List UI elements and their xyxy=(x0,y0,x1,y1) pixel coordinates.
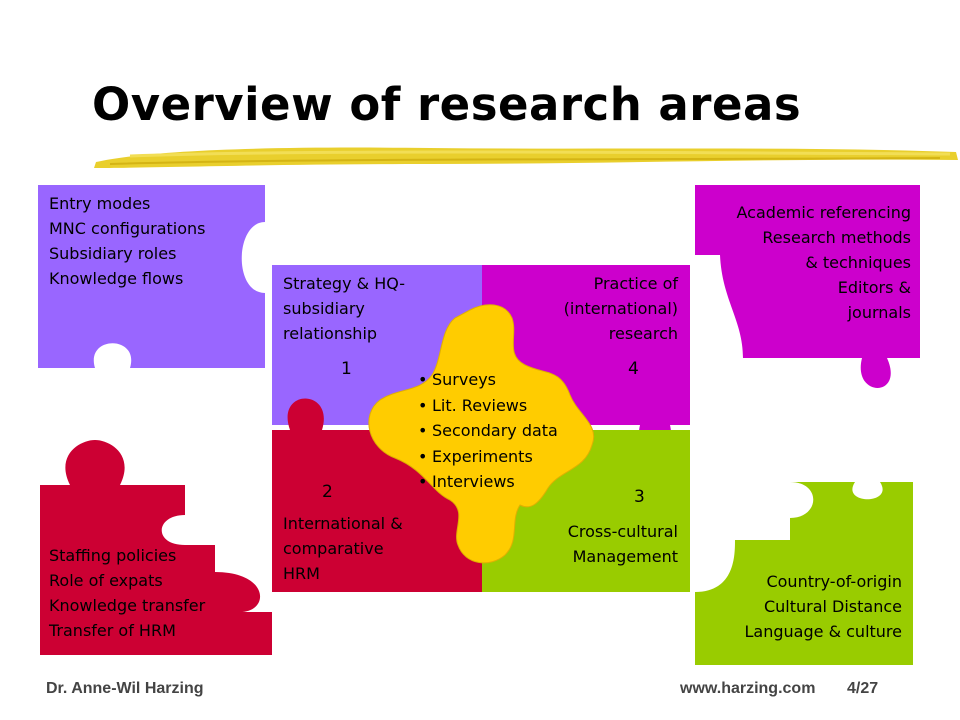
quadrant-2-number: 2 xyxy=(322,482,333,502)
top-left-line: MNC configurations xyxy=(49,219,206,238)
footer-author: Dr. Anne-Wil Harzing xyxy=(46,680,204,697)
footer-page-number: 4/27 xyxy=(847,680,879,697)
piece-top-left xyxy=(38,185,265,368)
quadrant-4-line: (international) xyxy=(563,299,678,318)
quadrant-3-text: Cross-cultural Management xyxy=(568,519,678,569)
quadrant-1-line: subsidiary xyxy=(283,299,365,318)
quadrant-4-line: research xyxy=(608,324,678,343)
quadrant-3-line: Cross-cultural xyxy=(567,522,678,541)
piece-top-right xyxy=(695,185,920,388)
top-left-line: Knowledge flows xyxy=(49,269,184,288)
top-right-line: Editors & xyxy=(837,278,911,297)
methods-list: Surveys Lit. Reviews Secondary data Expe… xyxy=(418,367,558,495)
quadrant-2-line: comparative xyxy=(283,539,384,558)
bottom-right-line: Country-of-origin xyxy=(766,572,902,591)
piece-bottom-right xyxy=(695,482,913,665)
title-underline xyxy=(94,147,958,168)
bottom-left-line: Knowledge transfer xyxy=(49,596,206,615)
slide-title: Overview of research areas xyxy=(92,78,802,131)
methods-item: Lit. Reviews xyxy=(418,393,558,419)
bottom-left-line: Staffing policies xyxy=(49,546,177,565)
piece-bottom-left xyxy=(40,440,272,655)
bottom-right-line: Cultural Distance xyxy=(763,597,902,616)
bottom-right-text: Country-of-origin Cultural Distance Lang… xyxy=(745,569,902,644)
quadrant-4-number: 4 xyxy=(628,359,639,379)
methods-item: Interviews xyxy=(418,469,558,495)
top-left-line: Subsidiary roles xyxy=(49,244,177,263)
quadrant-2-text: International & comparative HRM xyxy=(283,511,403,586)
quadrant-3-line: Management xyxy=(572,547,678,566)
top-right-line: journals xyxy=(847,303,911,322)
bottom-left-line: Role of expats xyxy=(49,571,163,590)
quadrant-4-text: Practice of (international) research xyxy=(564,271,678,346)
methods-item: Secondary data xyxy=(418,418,558,444)
quadrant-1-line: Strategy & HQ- xyxy=(283,274,406,293)
top-left-text: Entry modes MNC configurations Subsidiar… xyxy=(49,191,206,291)
top-right-text: Academic referencing Research methods & … xyxy=(737,200,911,325)
top-left-line: Entry modes xyxy=(49,194,151,213)
quadrant-1-text: Strategy & HQ- subsidiary relationship xyxy=(283,271,405,346)
top-right-line: Academic referencing xyxy=(736,203,911,222)
bottom-left-line: Transfer of HRM xyxy=(49,621,176,640)
quadrant-3-number: 3 xyxy=(634,487,645,507)
bottom-right-line: Language & culture xyxy=(744,622,902,641)
footer-url: www.harzing.com xyxy=(680,680,816,697)
methods-item: Experiments xyxy=(418,444,558,470)
top-right-line: & techniques xyxy=(805,253,911,272)
quadrant-4-line: Practice of xyxy=(593,274,678,293)
quadrant-1-number: 1 xyxy=(341,359,352,379)
bottom-left-text: Staffing policies Role of expats Knowled… xyxy=(49,543,205,643)
quadrant-2-line: HRM xyxy=(283,564,320,583)
quadrant-1-line: relationship xyxy=(283,324,378,343)
quadrant-2-line: International & xyxy=(283,514,403,533)
methods-item: Surveys xyxy=(418,367,558,393)
top-right-line: Research methods xyxy=(762,228,911,247)
